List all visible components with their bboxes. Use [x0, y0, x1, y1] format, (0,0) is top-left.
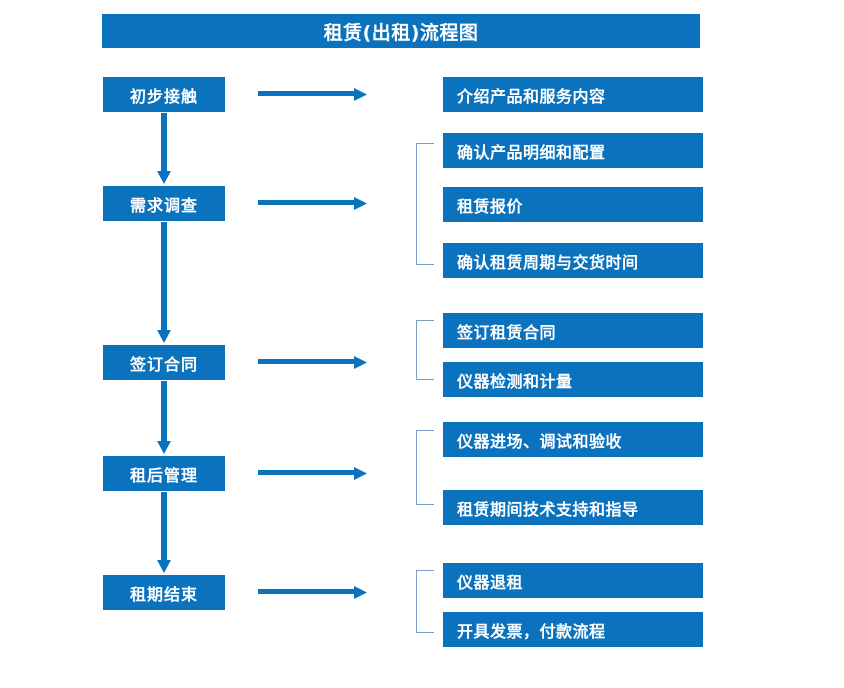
detail-box-introduce-products-services[interactable]: 介绍产品和服务内容: [443, 77, 703, 112]
horizontal-arrow-needs-survey: [258, 194, 368, 212]
detail-box-confirm-product-details-config[interactable]: 确认产品明细和配置: [443, 133, 703, 168]
vertical-arrow-contract-to-management: [155, 381, 173, 455]
bracket-rental-end-group: [416, 570, 434, 633]
detail-box-instrument-return[interactable]: 仪器退租: [443, 563, 703, 598]
detail-box-sign-rental-contract[interactable]: 签订租赁合同: [443, 313, 703, 348]
bracket-post-rental-group: [416, 430, 434, 505]
detail-box-rental-quotation[interactable]: 租赁报价: [443, 187, 703, 222]
horizontal-arrow-initial-contact: [258, 85, 368, 103]
stage-box-initial-contact[interactable]: 初步接触: [103, 77, 225, 112]
vertical-arrow-contact-to-survey: [155, 113, 173, 185]
stage-box-rental-end[interactable]: 租期结束: [103, 575, 225, 610]
detail-box-confirm-rental-period-delivery[interactable]: 确认租赁周期与交货时间: [443, 243, 703, 278]
stage-box-sign-contract[interactable]: 签订合同: [103, 345, 225, 380]
horizontal-arrow-rental-end: [258, 583, 368, 601]
detail-box-invoice-payment-process[interactable]: 开具发票，付款流程: [443, 612, 703, 647]
horizontal-arrow-post-rental-management: [258, 464, 368, 482]
stage-box-post-rental-management[interactable]: 租后管理: [103, 456, 225, 491]
horizontal-arrow-sign-contract: [258, 353, 368, 371]
bracket-sign-contract-group: [416, 320, 434, 380]
bracket-needs-survey-group: [416, 143, 434, 265]
detail-box-rental-technical-support[interactable]: 租赁期间技术支持和指导: [443, 490, 703, 525]
detail-box-instrument-entry-debug-acceptance[interactable]: 仪器进场、调试和验收: [443, 422, 703, 457]
vertical-arrow-management-to-end: [155, 492, 173, 574]
vertical-arrow-survey-to-contract: [155, 222, 173, 344]
diagram-title: 租赁(出租)流程图: [102, 14, 700, 48]
detail-box-instrument-inspection-metering[interactable]: 仪器检测和计量: [443, 362, 703, 397]
stage-box-needs-survey[interactable]: 需求调查: [103, 186, 225, 221]
